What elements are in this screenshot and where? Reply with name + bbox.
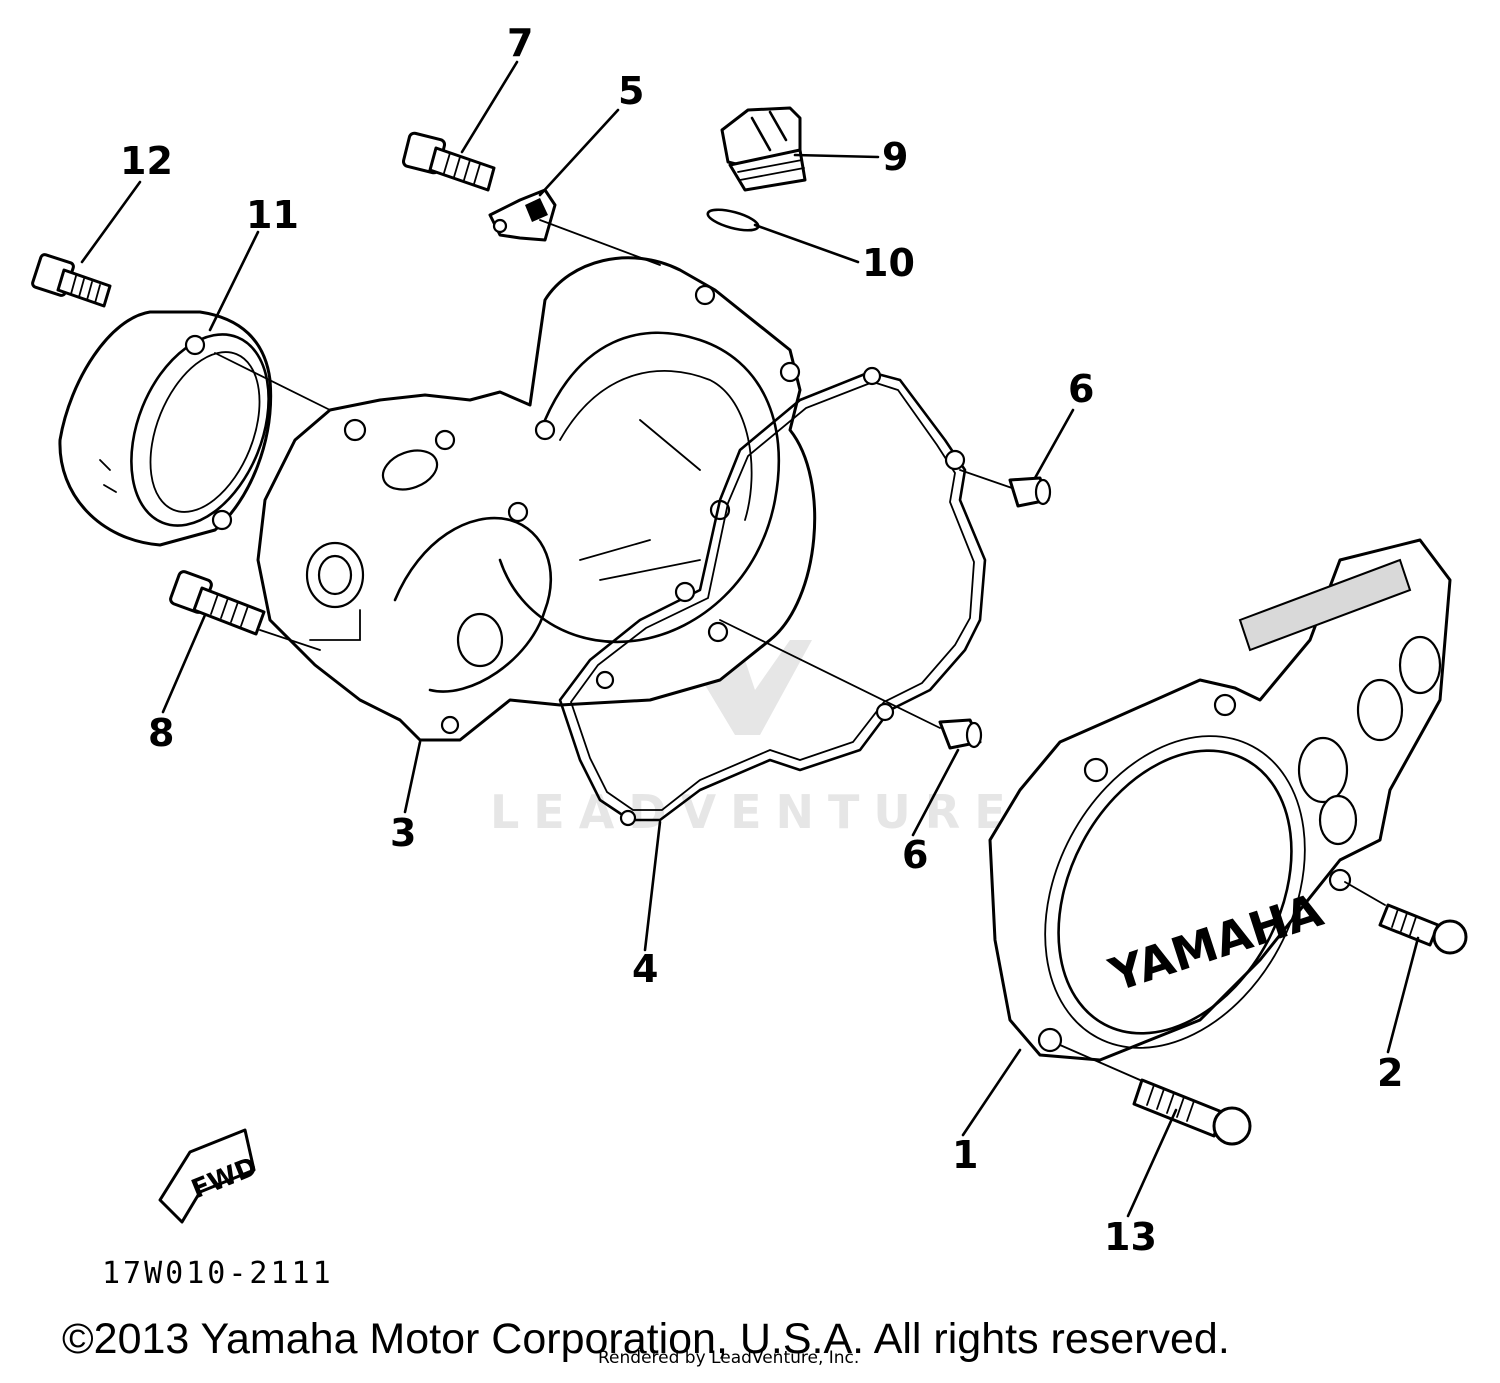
callout-12[interactable]: 12 bbox=[120, 139, 173, 183]
callouts: 7 5 9 10 12 11 6 8 3 4 6 1 2 13 bbox=[120, 21, 1403, 1259]
callout-11[interactable]: 11 bbox=[246, 193, 299, 237]
part-10-o-ring[interactable] bbox=[706, 206, 760, 235]
callout-6-upper[interactable]: 6 bbox=[1068, 367, 1094, 411]
part-3-crankcase-cover[interactable] bbox=[256, 256, 817, 742]
callout-13[interactable]: 13 bbox=[1104, 1215, 1157, 1259]
part-6-dowel-lower[interactable] bbox=[938, 718, 983, 750]
callout-1[interactable]: 1 bbox=[952, 1133, 978, 1177]
part-2-bolt[interactable] bbox=[1378, 903, 1468, 955]
copyright-notice: ©2013 Yamaha Motor Corporation, U.S.A. A… bbox=[62, 1315, 1230, 1363]
part-11-cover[interactable] bbox=[58, 310, 295, 547]
assembly-lines bbox=[214, 219, 1386, 1081]
callout-2[interactable]: 2 bbox=[1377, 1051, 1403, 1095]
callout-4[interactable]: 4 bbox=[632, 947, 658, 991]
rendered-by-note: Rendered by LeadVenture, Inc. bbox=[598, 1348, 860, 1368]
leader-lines bbox=[80, 60, 1420, 1218]
callout-8[interactable]: 8 bbox=[148, 711, 174, 755]
callout-5[interactable]: 5 bbox=[618, 69, 644, 113]
part-1-outer-cover[interactable]: YAMAHA bbox=[988, 538, 1452, 1093]
callout-3[interactable]: 3 bbox=[390, 811, 416, 855]
callout-6-lower[interactable]: 6 bbox=[902, 833, 928, 877]
part-13-bolt[interactable] bbox=[1132, 1078, 1252, 1146]
part-5-clamp[interactable] bbox=[488, 188, 557, 242]
part-8-bolt[interactable] bbox=[169, 570, 266, 636]
callout-9[interactable]: 9 bbox=[882, 135, 908, 179]
fwd-arrow-icon: FWD bbox=[158, 1128, 262, 1224]
part-4-gasket[interactable] bbox=[558, 366, 987, 827]
watermark-text: LEADVENTURE bbox=[490, 785, 1020, 839]
part-12-bolt[interactable] bbox=[31, 253, 112, 308]
part-6-dowel-upper[interactable] bbox=[1008, 476, 1052, 508]
callout-10[interactable]: 10 bbox=[862, 241, 915, 285]
part-7-bolt[interactable] bbox=[401, 131, 496, 192]
part-9-oil-plug[interactable] bbox=[720, 106, 807, 192]
drawing-code: 17W010-2111 bbox=[102, 1256, 334, 1291]
callout-7[interactable]: 7 bbox=[507, 21, 533, 65]
